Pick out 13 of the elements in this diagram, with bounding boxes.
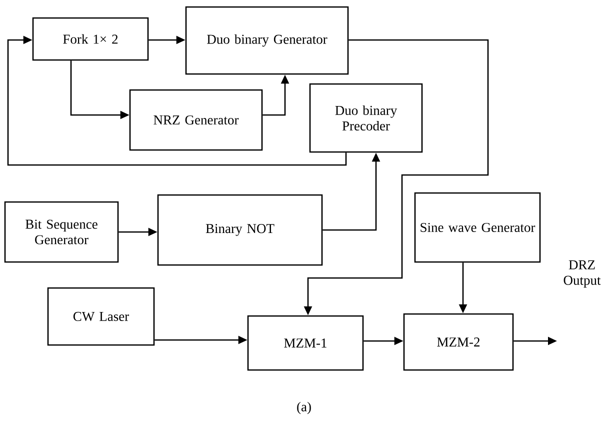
caption: (a) xyxy=(297,402,311,414)
process-box: Binary NOT xyxy=(157,194,323,266)
output-label: DRZ Output xyxy=(564,260,601,288)
process-box: CW Laser xyxy=(47,287,155,346)
process-box: Fork 1× 2 xyxy=(32,17,149,61)
process-box: NRZ Generator xyxy=(129,89,263,151)
process-box: MZM-1 xyxy=(247,315,364,371)
arrow xyxy=(7,36,347,166)
process-box: MZM-2 xyxy=(403,313,514,371)
process-box: Duo binary Generator xyxy=(185,6,349,75)
process-box: Bit Sequence Generator xyxy=(4,201,119,263)
process-box: Duo binary Precoder xyxy=(309,83,423,153)
process-box: Sine wave Generator xyxy=(414,192,541,263)
